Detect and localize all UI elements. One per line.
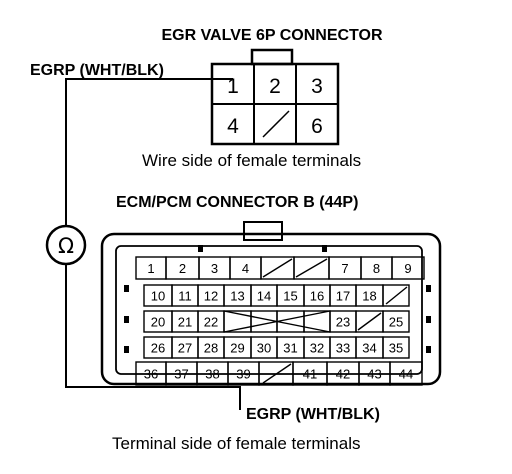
ecm-pin-8: 8	[373, 261, 380, 276]
ecm-pin-14: 14	[257, 289, 271, 304]
ecm-pin-35: 35	[389, 341, 403, 356]
ecm-blocked-section	[223, 310, 331, 333]
ecm-pin-11: 11	[178, 289, 192, 304]
ecm-pin-10: 10	[151, 289, 165, 304]
ecm-empty-slot	[262, 258, 293, 278]
egr-empty-slot	[262, 110, 290, 138]
ecm-pin-17: 17	[336, 289, 350, 304]
ecm-caption: Terminal side of female terminals	[112, 434, 360, 453]
egr-pin-labels: 1 2 3 4 6	[227, 75, 323, 138]
ecm-pin-44: 44	[399, 367, 413, 382]
ecm-pin-cell	[382, 310, 410, 333]
ecm-pin-41: 41	[303, 367, 317, 382]
ecm-pin-cell	[250, 310, 278, 333]
ecm-pin-13: 13	[230, 289, 244, 304]
ecm-pin-29: 29	[230, 341, 244, 356]
ecm-wire-label: EGRP (WHT/BLK)	[246, 406, 380, 423]
ecm-pin-1: 1	[147, 261, 154, 276]
ecm-connector-title: ECM/PCM CONNECTOR B (44P)	[116, 194, 358, 211]
ecm-pin-4: 4	[242, 261, 249, 276]
ecm-pin-18: 18	[362, 289, 376, 304]
ecm-pin-42: 42	[336, 367, 350, 382]
ecm-pin-9: 9	[404, 261, 411, 276]
ecm-pin-32: 32	[310, 341, 324, 356]
egr-wire-label: EGRP (WHT/BLK)	[30, 62, 164, 79]
egr-caption: Wire side of female terminals	[142, 151, 361, 170]
egr-connector-title: EGR VALVE 6P CONNECTOR	[161, 27, 383, 44]
ecm-empty-slot	[357, 312, 382, 331]
egr-connector-body	[210, 48, 340, 146]
ecm-pin-28: 28	[204, 341, 218, 356]
ecm-pin-38: 38	[205, 367, 219, 382]
ecm-pin-36: 36	[144, 367, 158, 382]
ecm-pin-34: 34	[362, 341, 376, 356]
ecm-empty-slot	[262, 363, 292, 384]
ecm-pin-37: 37	[174, 367, 188, 382]
ecm-pin-20: 20	[151, 315, 165, 330]
ecm-pin-7: 7	[341, 261, 348, 276]
ohmmeter-icon: Ω	[45, 224, 87, 266]
egr-pin-6: 6	[311, 115, 323, 138]
ecm-pin-33: 33	[336, 341, 350, 356]
ohm-symbol: Ω	[58, 234, 74, 258]
ecm-pin-22: 22	[204, 315, 218, 330]
egr-pin-3: 3	[311, 75, 323, 98]
ecm-pin-25: 25	[389, 315, 403, 330]
ecm-pin-39: 39	[236, 367, 250, 382]
ecm-pin-21: 21	[178, 315, 192, 330]
ecm-pin-23: 23	[336, 315, 350, 330]
ecm-pin-16: 16	[310, 289, 324, 304]
egr-pin-2: 2	[269, 75, 281, 98]
ecm-connector-housing	[100, 221, 442, 386]
ecm-pin-26: 26	[151, 341, 165, 356]
ecm-pin-cell	[389, 361, 423, 386]
ecm-pin-43: 43	[367, 367, 381, 382]
ecm-pin-30: 30	[257, 341, 271, 356]
ecm-pin-cell	[391, 256, 425, 280]
ecm-empty-slot	[385, 286, 408, 305]
ecm-pin-15: 15	[283, 289, 297, 304]
ecm-pin-27: 27	[178, 341, 192, 356]
ecm-pin-2: 2	[179, 261, 186, 276]
ecm-empty-slot	[295, 258, 328, 278]
ecm-pin-12: 12	[204, 289, 218, 304]
ecm-pin-cell	[276, 310, 305, 333]
egr-pin-1: 1	[227, 75, 239, 98]
test-lead-wire	[65, 78, 241, 410]
ecm-pin-3: 3	[211, 261, 218, 276]
ecm-pin-cell	[382, 336, 410, 359]
ecm-pin-cell	[382, 284, 410, 307]
egr-pin-4: 4	[227, 115, 239, 138]
ecm-pin-31: 31	[283, 341, 297, 356]
